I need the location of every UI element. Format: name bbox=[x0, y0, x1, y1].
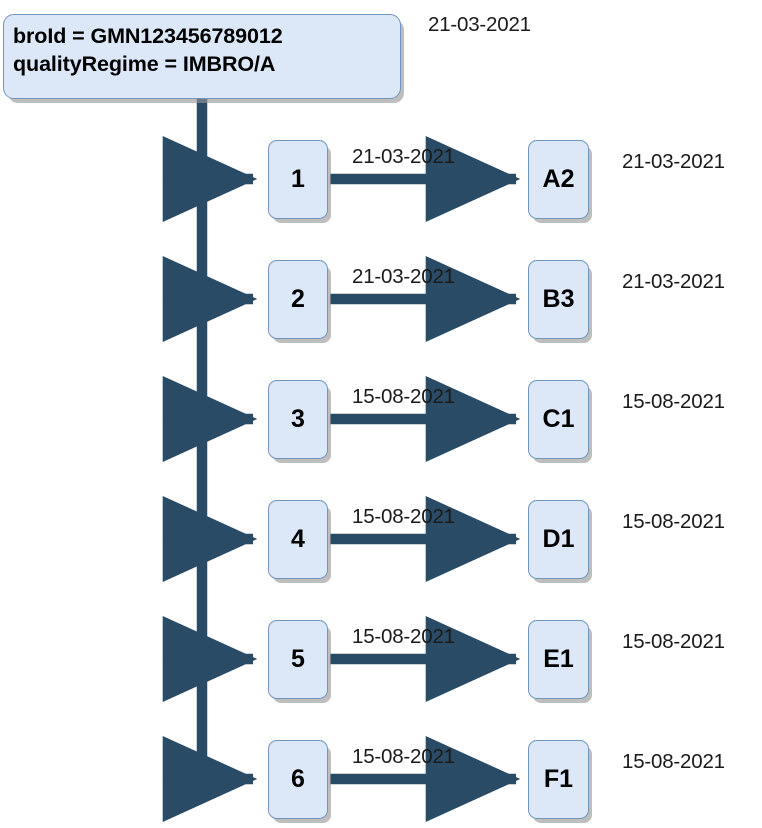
measurement-node-label-1: 1 bbox=[291, 165, 305, 193]
header-line-qualityregime: qualityRegime = IMBRO/A bbox=[13, 52, 276, 76]
measurement-node-2[interactable]: 2 bbox=[268, 260, 328, 339]
measurement-node-label-6: 6 bbox=[291, 765, 305, 793]
row-date-label-3: 15-08-2021 bbox=[622, 390, 725, 413]
header-date-label: 21-03-2021 bbox=[428, 13, 531, 36]
branch-arrow-1 bbox=[162, 135, 258, 223]
measurement-node-label-2: 2 bbox=[291, 285, 305, 313]
edge-label-3: 15-08-2021 bbox=[352, 385, 455, 408]
row-date-label-5: 15-08-2021 bbox=[622, 630, 725, 653]
version-node-3[interactable]: C1 bbox=[528, 380, 589, 459]
edge-label-5: 15-08-2021 bbox=[352, 625, 455, 648]
version-node-6[interactable]: F1 bbox=[528, 740, 589, 819]
version-node-1[interactable]: A2 bbox=[528, 140, 589, 219]
edge-label-4: 15-08-2021 bbox=[352, 505, 455, 528]
branch-arrow-3 bbox=[162, 375, 258, 463]
measurement-node-1[interactable]: 1 bbox=[268, 140, 328, 219]
edge-label-1: 21-03-2021 bbox=[352, 145, 455, 168]
version-node-4[interactable]: D1 bbox=[528, 500, 589, 579]
branch-arrow-2 bbox=[162, 255, 258, 343]
branch-arrow-5 bbox=[162, 615, 258, 703]
trunk-line bbox=[196, 98, 222, 785]
version-node-label-1: A2 bbox=[542, 165, 575, 193]
measurement-node-3[interactable]: 3 bbox=[268, 380, 328, 459]
measurement-node-label-5: 5 bbox=[291, 645, 305, 673]
edge-label-6: 15-08-2021 bbox=[352, 745, 455, 768]
measurement-node-label-3: 3 bbox=[291, 405, 305, 433]
row-date-label-6: 15-08-2021 bbox=[622, 750, 725, 773]
version-node-label-2: B3 bbox=[542, 285, 575, 313]
version-node-label-4: D1 bbox=[542, 525, 575, 553]
version-node-2[interactable]: B3 bbox=[528, 260, 589, 339]
row-date-label-1: 21-03-2021 bbox=[622, 150, 725, 173]
row-date-label-2: 21-03-2021 bbox=[622, 270, 725, 293]
measurement-node-4[interactable]: 4 bbox=[268, 500, 328, 579]
measurement-node-5[interactable]: 5 bbox=[268, 620, 328, 699]
header-line-broid: broId = GMN123456789012 bbox=[13, 24, 283, 48]
version-node-label-5: E1 bbox=[543, 645, 574, 673]
branch-arrow-4 bbox=[162, 495, 258, 583]
row-date-label-4: 15-08-2021 bbox=[622, 510, 725, 533]
version-node-5[interactable]: E1 bbox=[528, 620, 589, 699]
version-node-label-3: C1 bbox=[542, 405, 575, 433]
measurement-node-6[interactable]: 6 bbox=[268, 740, 328, 819]
edge-label-2: 21-03-2021 bbox=[352, 265, 455, 288]
measurement-node-label-4: 4 bbox=[291, 525, 305, 553]
gmn-header-node[interactable]: broId = GMN123456789012 qualityRegime = … bbox=[3, 14, 401, 99]
version-node-label-6: F1 bbox=[543, 765, 574, 793]
